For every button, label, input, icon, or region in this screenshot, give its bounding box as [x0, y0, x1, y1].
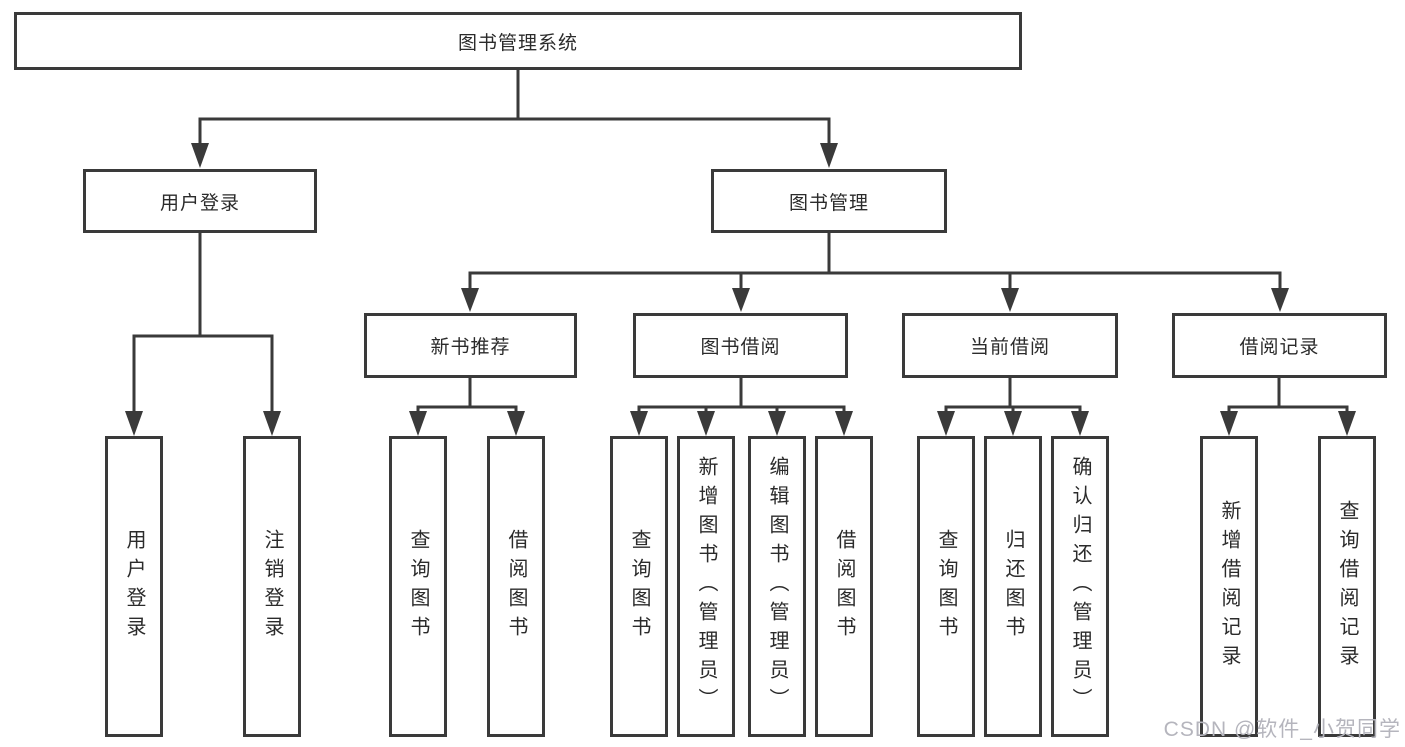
- leaf-add-books-admin: 新增图书（管理员）: [677, 436, 735, 737]
- leaf-label: 借阅图书: [505, 528, 527, 645]
- watermark: CSDN @软件_小贺同学: [1163, 718, 1401, 741]
- leaf-query-borrow-record: 查询借阅记录: [1318, 436, 1376, 737]
- leaf-label: 借阅图书: [833, 528, 855, 645]
- node-label: 用户登录: [159, 192, 240, 214]
- leaf-label: 新增图书（管理员）: [695, 456, 717, 717]
- node-library-management-system: 图书管理系统: [14, 12, 1022, 70]
- node-label: 图书借阅: [700, 337, 781, 358]
- leaf-logout: 注销登录: [243, 436, 301, 737]
- leaf-label: 确认归还（管理员）: [1069, 456, 1091, 717]
- node-label: 图书管理系统: [457, 32, 578, 54]
- node-label: 当前借阅: [969, 337, 1050, 358]
- leaf-confirm-return-admin: 确认归还（管理员）: [1051, 436, 1109, 737]
- node-label: 新书推荐: [430, 337, 511, 358]
- leaf-label: 注销登录: [261, 528, 283, 645]
- leaf-borrow-books-1: 借阅图书: [487, 436, 545, 737]
- leaf-edit-books-admin: 编辑图书（管理员）: [748, 436, 806, 737]
- node-borrowing-records: 借阅记录: [1172, 313, 1387, 378]
- leaf-label: 新增借阅记录: [1218, 499, 1240, 674]
- leaf-borrow-books-2: 借阅图书: [815, 436, 873, 737]
- node-current-borrowing: 当前借阅: [902, 313, 1118, 378]
- leaf-label: 归还图书: [1002, 528, 1024, 645]
- leaf-return-books: 归还图书: [984, 436, 1042, 737]
- node-book-borrowing: 图书借阅: [633, 313, 848, 378]
- leaf-query-books-2: 查询图书: [610, 436, 668, 737]
- leaf-query-books-3: 查询图书: [917, 436, 975, 737]
- leaf-label: 查询图书: [935, 528, 957, 645]
- leaf-label: 查询图书: [407, 528, 429, 645]
- leaf-query-books-1: 查询图书: [389, 436, 447, 737]
- leaf-label: 查询图书: [628, 528, 650, 645]
- leaf-label: 用户登录: [123, 528, 145, 645]
- leaf-label: 查询借阅记录: [1336, 499, 1358, 674]
- node-user-login-branch: 用户登录: [83, 169, 317, 233]
- node-label: 借阅记录: [1239, 337, 1320, 358]
- node-new-book-recommendation: 新书推荐: [364, 313, 577, 378]
- leaf-label: 编辑图书（管理员）: [766, 456, 788, 717]
- leaf-add-borrow-record: 新增借阅记录: [1200, 436, 1258, 737]
- leaf-user-login: 用户登录: [105, 436, 163, 737]
- node-label: 图书管理: [788, 192, 869, 214]
- node-book-management-branch: 图书管理: [711, 169, 947, 233]
